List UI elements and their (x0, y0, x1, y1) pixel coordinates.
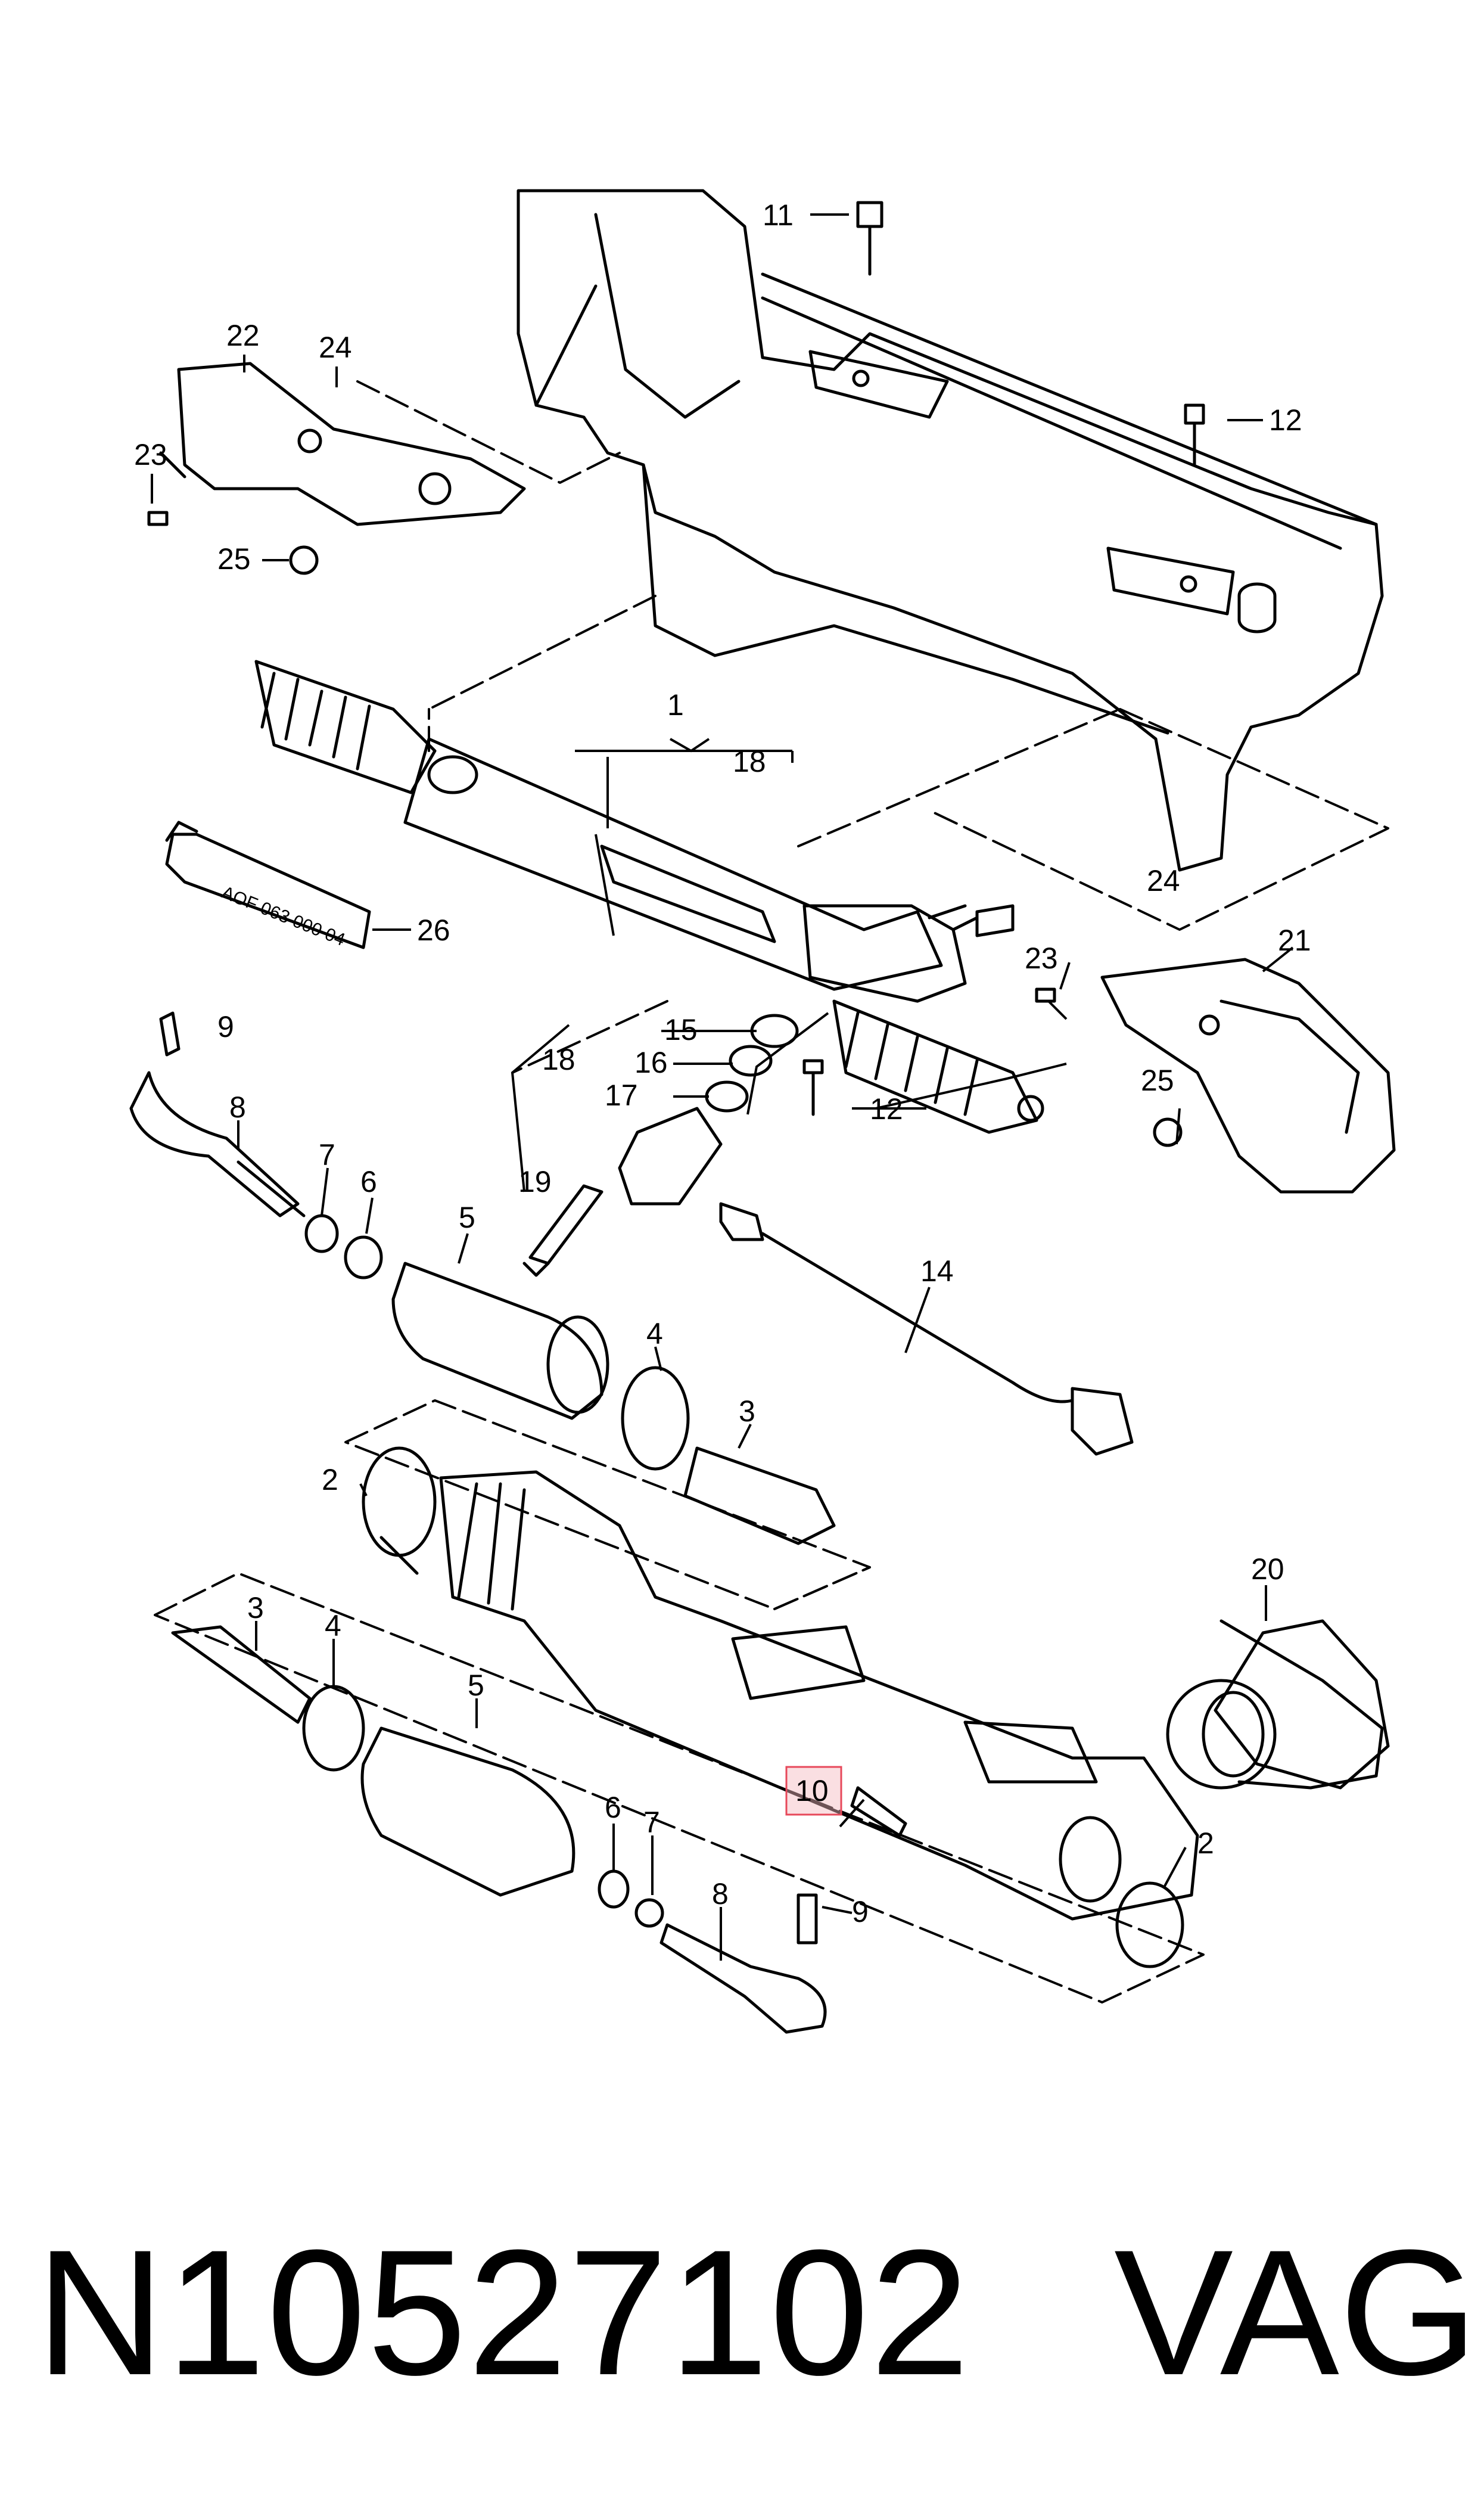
callout-16: 16 (634, 1046, 668, 1079)
subframe-crossmember (517, 189, 1384, 872)
callout-14: 14 (920, 1254, 954, 1288)
highlight-box (785, 1766, 842, 1816)
callout-25: 25 (1141, 1064, 1174, 1097)
pressure-sensor-assembly (522, 1014, 799, 1277)
bolts (147, 201, 1205, 1147)
steering-rack-upper (254, 660, 1044, 1134)
callout-24: 24 (1147, 864, 1180, 897)
callout-6: 6 (360, 1165, 377, 1198)
callout-23: 23 (134, 438, 167, 471)
assembly-outlines (154, 380, 1389, 2004)
callout-2: 2 (1197, 1827, 1214, 1860)
callout-24: 24 (319, 331, 352, 364)
callout-26: 26 (417, 914, 450, 947)
callout-25: 25 (217, 542, 251, 576)
callout-7: 7 (643, 1806, 660, 1839)
callout-18: 18 (542, 1043, 575, 1076)
callout-9: 9 (217, 1010, 234, 1043)
callout-8: 8 (712, 1877, 729, 1911)
callout-9: 9 (852, 1895, 869, 1928)
callout-3: 3 (739, 1394, 755, 1428)
callout-10: 10 (795, 1774, 829, 1807)
callout-22: 22 (226, 319, 260, 352)
callout-4: 4 (646, 1317, 663, 1350)
steering-rack-exploded-diagram: AOF 063 000 04 1 2 2 3 3 4 4 5 5 6 6 7 7… (129, 189, 1396, 2034)
tie-rod-set-lower (171, 1625, 907, 2034)
callout-20: 20 (1251, 1552, 1284, 1586)
callout-17: 17 (605, 1079, 638, 1112)
rack-boot-20 (1202, 1619, 1390, 1790)
sensor-cable (719, 1202, 1134, 1456)
callout-11: 11 (763, 198, 794, 232)
steering-rack-lower (379, 1470, 1384, 1968)
mount-bracket-left (159, 362, 526, 526)
callout-5: 5 (468, 1669, 484, 1702)
callout-2: 2 (322, 1463, 338, 1496)
callout-6: 6 (605, 1791, 621, 1824)
callout-8: 8 (229, 1091, 246, 1124)
callout-19: 19 (518, 1165, 552, 1198)
brand-label: VAG (1114, 2212, 1479, 2412)
callout-12: 12 (1269, 403, 1302, 437)
callout-12: 12 (870, 1092, 903, 1126)
callout-15: 15 (664, 1013, 698, 1046)
callout-18: 18 (733, 745, 766, 778)
callout-3: 3 (247, 1591, 264, 1625)
callout-7: 7 (319, 1138, 335, 1172)
mount-bracket-right (1100, 958, 1396, 1194)
callout-numbers: 1 2 2 3 3 4 4 5 5 6 6 7 7 8 8 9 9 10 11 … (134, 198, 1311, 1928)
leader-lines (151, 213, 1294, 1961)
callout-5: 5 (459, 1201, 475, 1234)
callout-4: 4 (325, 1609, 341, 1642)
callout-1: 1 (667, 688, 684, 722)
callout-21: 21 (1278, 924, 1311, 957)
part-number: N10527102 (36, 2212, 971, 2412)
grease-tube (165, 821, 371, 949)
callout-23: 23 (1025, 942, 1058, 975)
